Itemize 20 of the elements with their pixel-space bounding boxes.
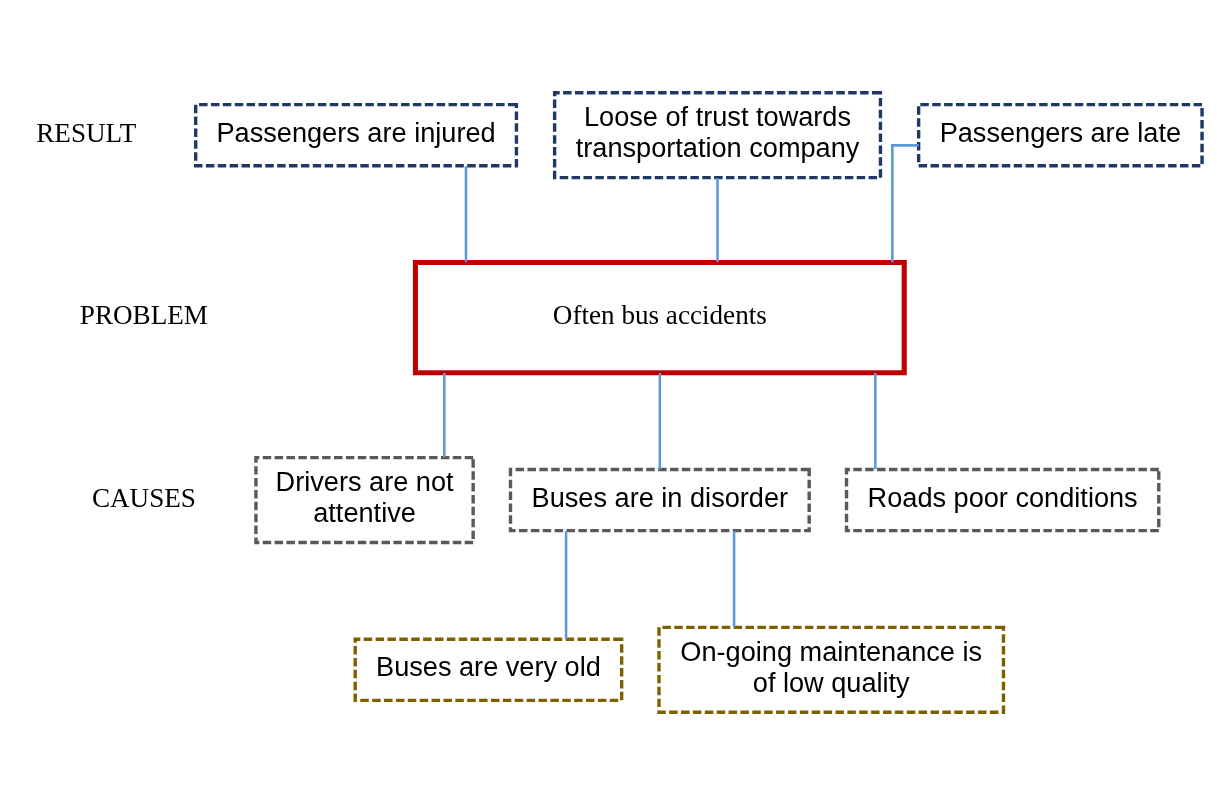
connector [732,530,736,627]
connector [874,372,877,469]
node-box: Passengers are late [916,102,1204,167]
connector [443,372,446,457]
connector [716,177,719,262]
connector [891,143,919,262]
label: RESULT [36,117,137,148]
node-box: Loose of trust towards transportation company [552,90,883,179]
label: PROBLEM [79,299,209,330]
node-box: Drivers are not attentive [254,455,475,544]
label: CAUSES [91,482,196,513]
node-box: Often bus accidents [412,259,907,375]
node-box: Buses are very old [353,637,624,702]
connector [564,530,568,639]
node-box: Buses are in disorder [508,467,811,532]
connector [658,372,662,469]
node-box: Roads poor conditions [844,467,1161,532]
node-box: On-going maintenance is of low quality [657,625,1006,714]
connector [464,165,468,262]
node-box: Passengers are injured [194,102,519,167]
